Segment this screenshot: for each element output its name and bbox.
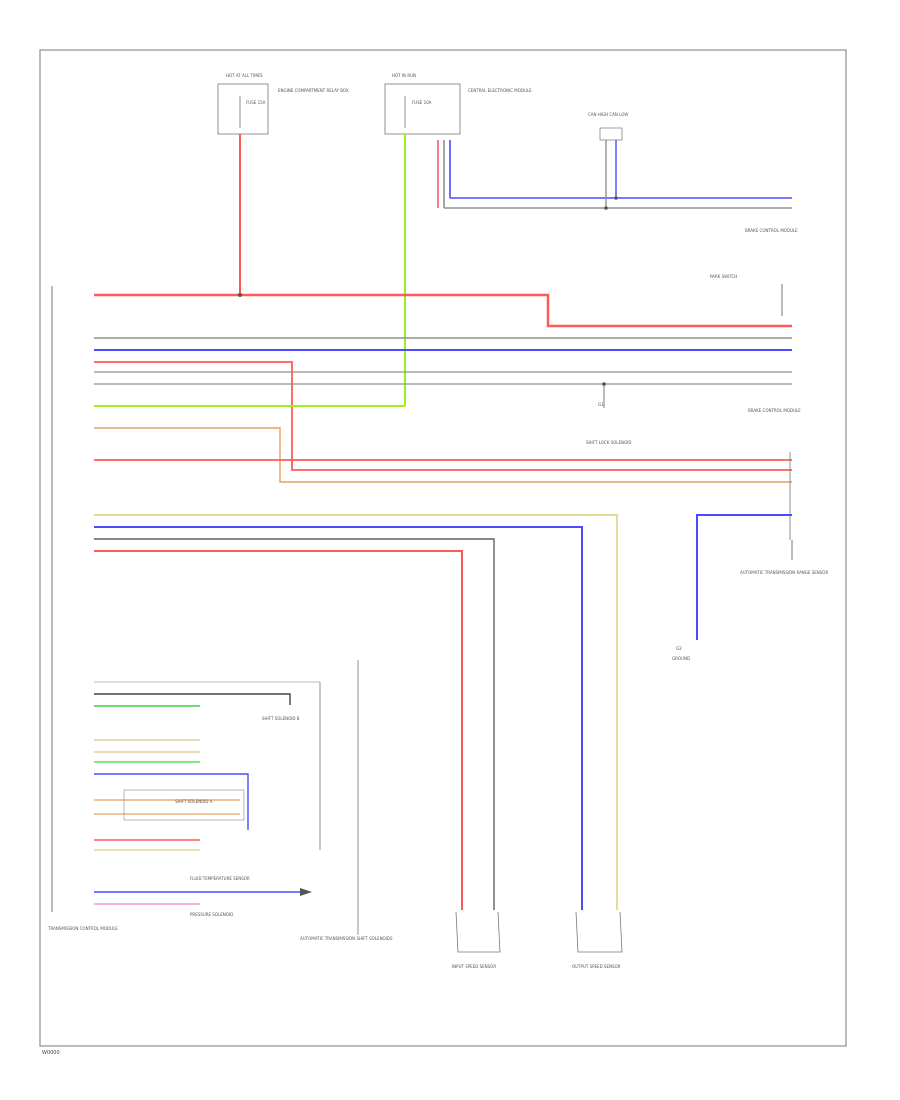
park-switch-label: PARK SWITCH	[710, 274, 737, 279]
can-connector: CAN HIGH CAN LOW	[588, 112, 628, 141]
output-speed-sensor	[575, 911, 623, 953]
wire-orange	[94, 427, 792, 483]
wire-blue-sensor	[94, 526, 583, 910]
wire-red-branch	[94, 361, 792, 471]
wire-blue-range	[696, 514, 792, 640]
fuse-mid-desc: CENTRAL ELECTRONIC MODULE	[468, 88, 532, 93]
wire-red-sensor	[94, 550, 463, 910]
pressure-sol-label: PRESSURE SOLENOID	[190, 912, 233, 917]
ground-g1-label: G1	[598, 402, 604, 407]
solenoid-block-label: AUTOMATIC TRANSMISSION SHIFT SOLENOIDS	[300, 936, 393, 941]
solenoid-section	[94, 660, 359, 935]
fuse-mid-rating: FUSE 10A	[412, 100, 432, 105]
ground-label: GROUND	[672, 656, 690, 661]
wire-black-sensor	[94, 538, 495, 910]
fuse-box-left: HOT AT ALL TIMES FUSE 15A ENGINE COMPART…	[217, 73, 349, 135]
fuse-left-rating: FUSE 15A	[246, 100, 266, 105]
footer-code: W0000	[42, 1050, 60, 1056]
ground-g2-label: G2	[676, 646, 682, 651]
shift-lock-label: SHIFT LOCK SOLENOID	[586, 440, 631, 445]
fuse-mid-title: HOT IN RUN	[392, 73, 416, 78]
fuse-left-title: HOT AT ALL TIMES	[226, 73, 263, 78]
fuse-left-desc: ENGINE COMPARTMENT RELAY BOX	[278, 88, 349, 93]
shift-sol-a-label: SHIFT SOLENOID A	[175, 799, 213, 804]
output-sensor-label: OUTPUT SPEED SENSOR	[572, 964, 621, 969]
wire-yellow-sensor	[94, 514, 618, 910]
input-speed-sensor	[455, 911, 501, 953]
wire-red-power	[94, 293, 792, 328]
diagram-frame	[39, 49, 847, 1047]
input-sensor-label: INPUT SPEED SENSOR	[452, 964, 496, 969]
mid-right-module-label: BRAKE CONTROL MODULE	[748, 408, 801, 413]
top-right-module-label: BRAKE CONTROL MODULE	[745, 228, 798, 233]
range-sensor-label: AUTOMATIC TRANSMISSION RANGE SENSOR	[740, 570, 828, 575]
fluid-temp-label: FLUID TEMPERATURE SENSOR	[190, 876, 250, 881]
fuse-box-mid: HOT IN RUN FUSE 10A CENTRAL ELECTRONIC M…	[384, 73, 532, 135]
tcm-label: TRANSMISSION CONTROL MODULE	[47, 926, 118, 931]
shift-sol-b-label: SHIFT SOLENOID B	[262, 716, 300, 721]
can-label: CAN HIGH CAN LOW	[588, 112, 628, 117]
